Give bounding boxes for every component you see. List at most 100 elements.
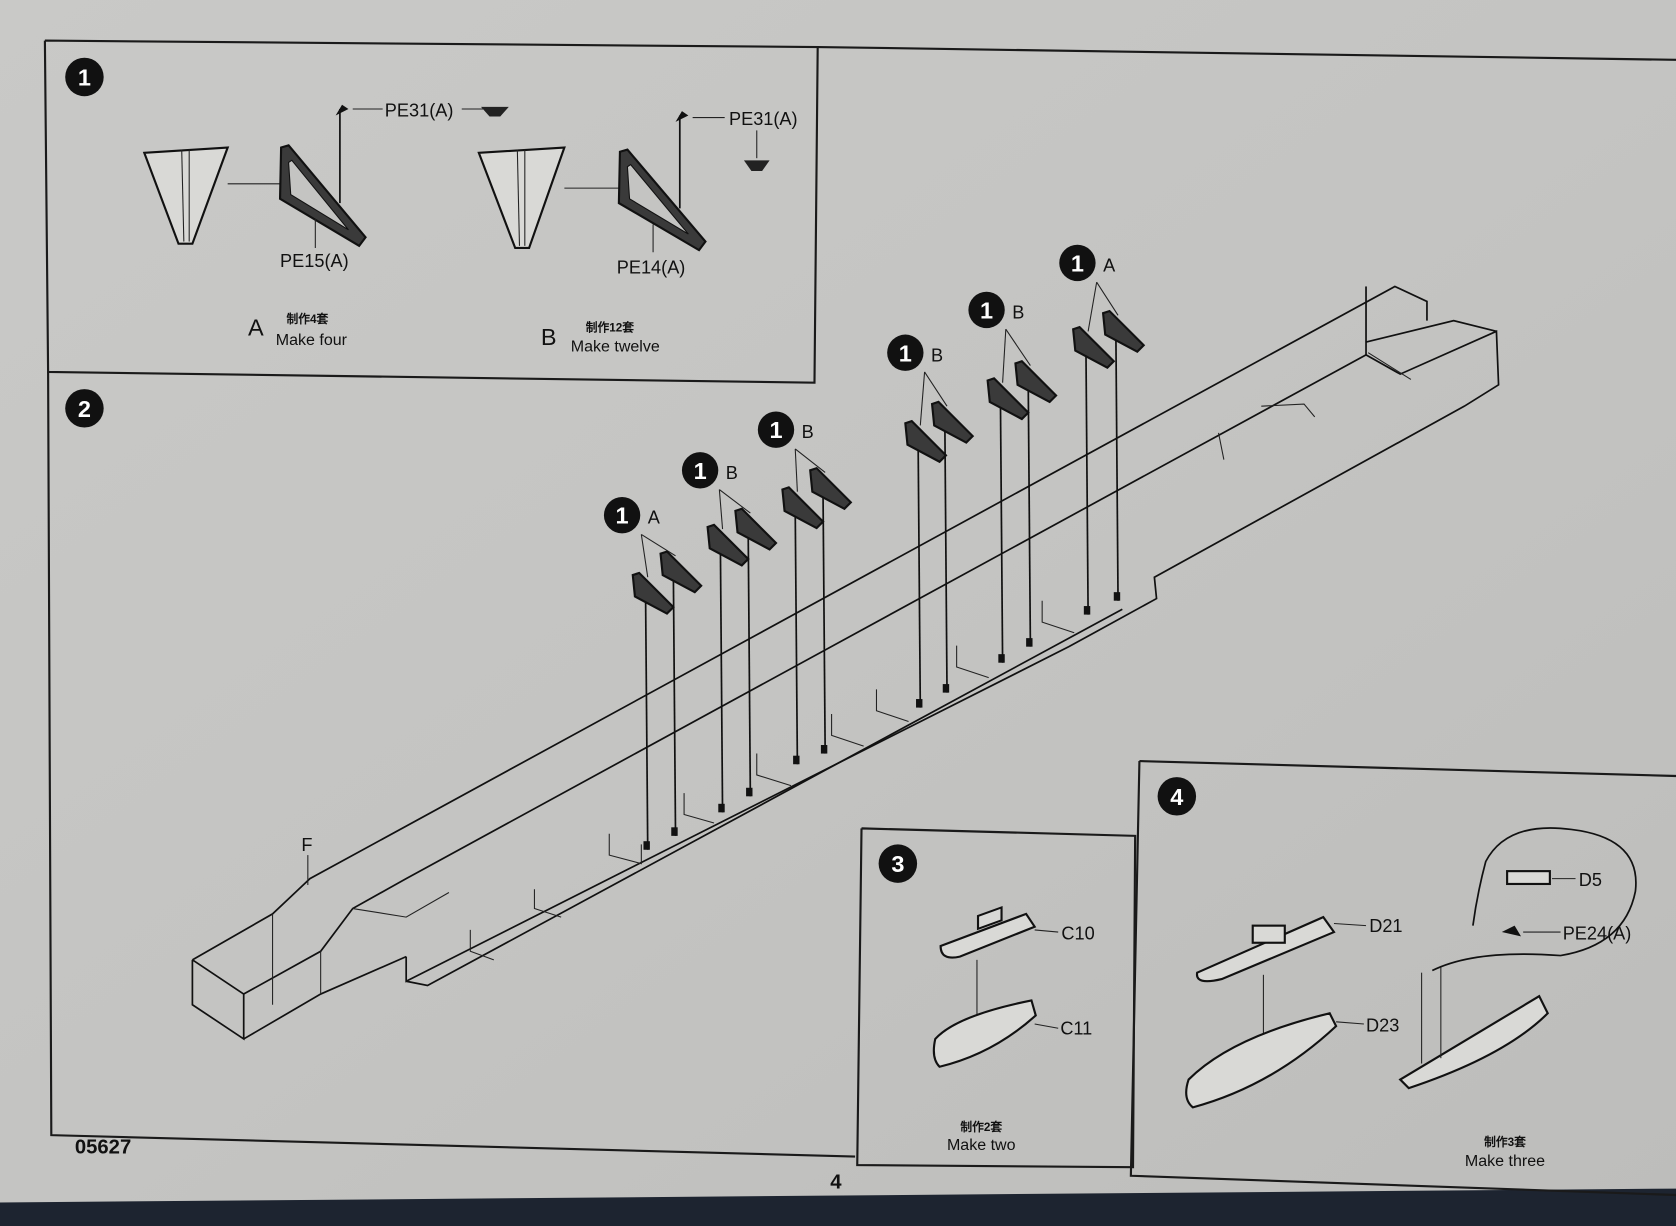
leader-line <box>919 371 926 426</box>
svg-text:B: B <box>541 324 557 350</box>
pole-base <box>998 654 1005 663</box>
leader-line <box>794 448 798 492</box>
leader-line <box>1096 281 1119 316</box>
boat-part-d23: D23 <box>1185 1012 1399 1109</box>
svg-text:3: 3 <box>891 851 904 877</box>
pole-base <box>1083 606 1091 615</box>
variant-a-note: A 制作4套 Make four <box>248 312 348 349</box>
page-number: 4 <box>830 1172 842 1194</box>
document-number: 05627 <box>75 1136 131 1158</box>
variant-letter: B <box>931 345 943 365</box>
flag-pole <box>672 577 677 836</box>
leader-line <box>794 448 826 473</box>
variant-letter: B <box>726 463 738 483</box>
flag <box>1072 325 1116 370</box>
boat-part-c10: C10 <box>939 905 1095 959</box>
variant-letter: A <box>1103 255 1116 275</box>
svg-text:Make four: Make four <box>276 331 348 349</box>
svg-text:C11: C11 <box>1060 1019 1092 1039</box>
flag-pole <box>1085 352 1089 615</box>
svg-text:1: 1 <box>78 65 91 91</box>
svg-text:PE31(A): PE31(A) <box>385 101 454 121</box>
flag <box>734 507 778 551</box>
step-4-note-en: Make three <box>1465 1152 1545 1170</box>
step-ref-badge <box>887 334 924 371</box>
flag-pole <box>822 493 827 754</box>
svg-text:制作12套: 制作12套 <box>586 320 635 334</box>
pole-base <box>820 745 828 754</box>
step-ref-badge <box>757 411 795 448</box>
svg-text:PE24(A): PE24(A) <box>1563 924 1632 944</box>
step-ref-number: 1 <box>769 417 782 443</box>
svg-text:Make twelve: Make twelve <box>571 338 660 356</box>
step-2-badge: 2 <box>65 389 104 428</box>
step-ref-badge <box>681 452 719 489</box>
flag <box>659 550 703 594</box>
step-ref-number: 1 <box>899 340 912 366</box>
svg-text:PE31(A): PE31(A) <box>729 109 798 129</box>
step-2-panel: 2 <box>65 244 1500 1041</box>
hull-deck: F <box>191 285 1500 1041</box>
step-4-badge: 4 <box>1157 777 1197 816</box>
leader-line <box>924 371 948 407</box>
step-4-panel: 4 D21 D23 D5 PE24(A) 制作3套 M <box>1157 777 1637 1170</box>
leader-line <box>641 533 676 557</box>
svg-text:制作4套: 制作4套 <box>286 312 328 326</box>
flag <box>781 486 825 530</box>
flag-pole <box>999 404 1004 663</box>
pole-base <box>746 787 753 797</box>
flag-pole <box>644 598 649 850</box>
step-ref-number: 1 <box>980 298 993 324</box>
boat-part-d23-assembled <box>1398 967 1550 1090</box>
flag <box>631 571 675 615</box>
flag-part-a: PE31(A) PE15(A) <box>142 101 509 271</box>
variant-b-note: B 制作12套 Make twelve <box>541 320 660 355</box>
step-ref-badge <box>968 291 1005 329</box>
flag-pole <box>719 550 724 813</box>
svg-text:C10: C10 <box>1061 924 1094 944</box>
pole-base <box>942 684 950 693</box>
svg-text:D5: D5 <box>1579 870 1602 890</box>
flag <box>1014 360 1058 404</box>
flag-pole <box>747 534 752 797</box>
svg-text:D23: D23 <box>1366 1015 1399 1035</box>
flag <box>706 523 750 567</box>
flag-pole <box>794 513 799 765</box>
step-ref-number: 1 <box>1071 250 1084 276</box>
detail-bubble: D5 PE24(A) <box>1431 827 1637 972</box>
leader-line <box>1005 328 1031 366</box>
table-surface <box>0 1188 1676 1226</box>
svg-text:4: 4 <box>1170 784 1183 810</box>
leader-line <box>719 489 751 514</box>
svg-text:F: F <box>301 835 312 855</box>
svg-text:PE15(A): PE15(A) <box>280 251 349 271</box>
leader-line <box>718 489 724 530</box>
flag-pole <box>917 446 922 708</box>
flag <box>930 400 975 444</box>
pole-base <box>916 699 923 708</box>
flag <box>809 466 853 511</box>
flag <box>986 377 1030 421</box>
svg-text:D21: D21 <box>1369 916 1402 936</box>
step-3-badge: 3 <box>878 844 918 883</box>
flag <box>904 419 948 464</box>
flag-part-b: PE31(A) PE14(A) <box>477 109 798 278</box>
step-3-panel: 3 C10 C11 制作2套 Make two <box>878 844 1095 1154</box>
panel-borders <box>43 39 1676 1197</box>
leader-line <box>1087 282 1098 332</box>
flag-pole <box>1115 336 1119 601</box>
svg-text:A: A <box>248 315 264 341</box>
pole-base <box>793 755 800 765</box>
step-3-note-en: Make two <box>947 1136 1016 1154</box>
flag <box>1101 309 1146 353</box>
leader-line <box>1002 329 1007 383</box>
pole-base <box>643 841 650 850</box>
step-1-badge: 1 <box>65 57 104 97</box>
